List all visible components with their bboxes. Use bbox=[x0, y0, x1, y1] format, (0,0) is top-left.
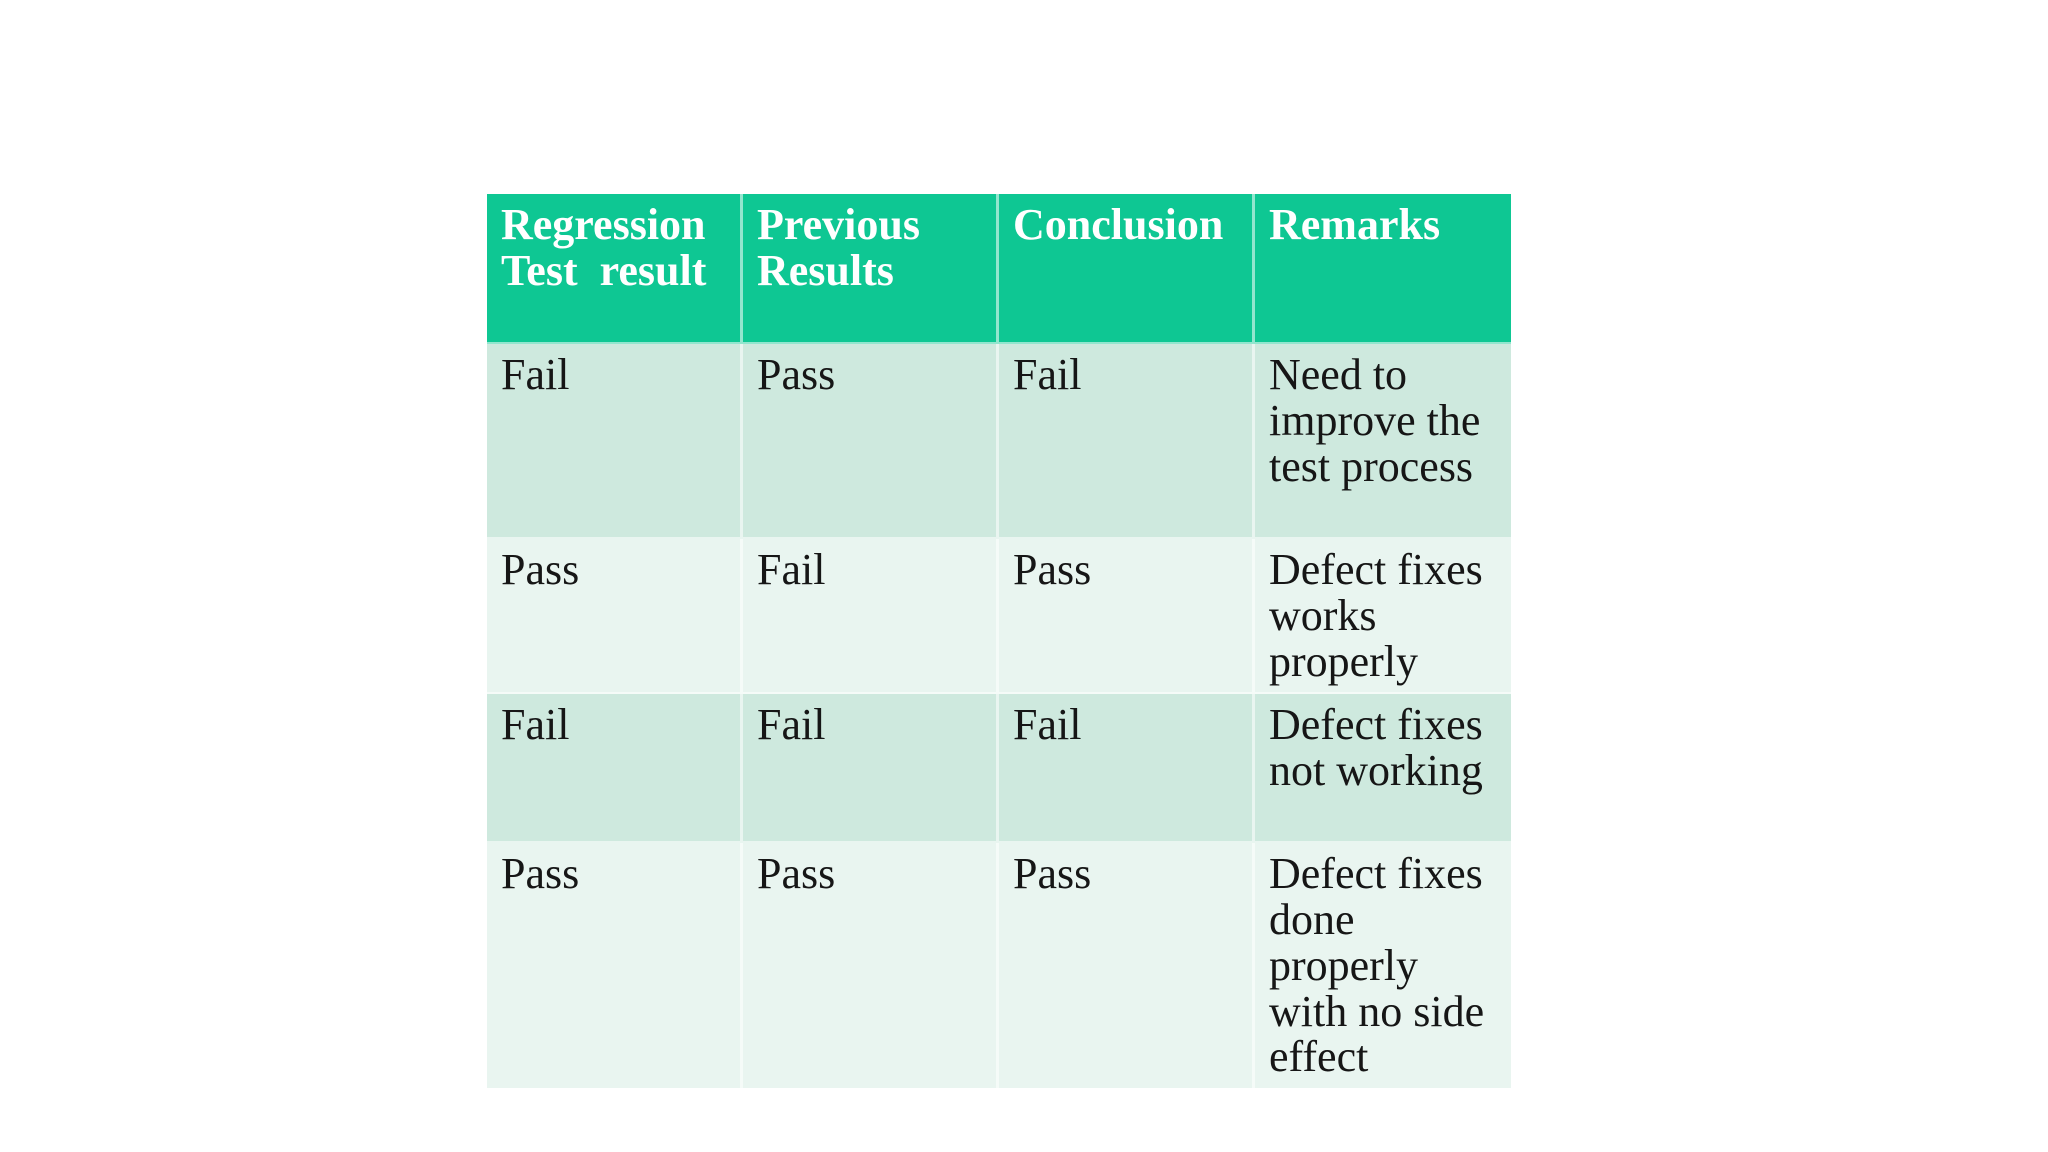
cell-regression-test-result: Fail bbox=[487, 694, 743, 844]
cell-regression-test-result: Pass bbox=[487, 843, 743, 1089]
cell-regression-test-result: Fail bbox=[487, 344, 743, 539]
table-header: Regression Test result Previous Results … bbox=[487, 194, 1511, 344]
cell-conclusion: Pass bbox=[999, 539, 1255, 695]
cell-conclusion: Fail bbox=[999, 344, 1255, 539]
cell-previous-results: Pass bbox=[743, 843, 999, 1089]
table-row: Fail Fail Fail Defect fixes not working bbox=[487, 694, 1511, 844]
table-body: Fail Pass Fail Need to improve the test … bbox=[487, 344, 1511, 1089]
header-cell-conclusion: Conclusion bbox=[999, 194, 1255, 344]
cell-regression-test-result: Pass bbox=[487, 539, 743, 695]
cell-remarks: Need to improve the test process bbox=[1255, 344, 1511, 539]
cell-previous-results: Pass bbox=[743, 344, 999, 539]
cell-remarks: Defect fixes done properly with no side … bbox=[1255, 843, 1511, 1089]
header-cell-remarks: Remarks bbox=[1255, 194, 1511, 344]
table-header-row: Regression Test result Previous Results … bbox=[487, 194, 1511, 344]
regression-results-table: Regression Test result Previous Results … bbox=[487, 194, 1511, 1089]
cell-conclusion: Fail bbox=[999, 694, 1255, 844]
header-cell-regression-test-result: Regression Test result bbox=[487, 194, 743, 344]
cell-previous-results: Fail bbox=[743, 694, 999, 844]
cell-remarks: Defect fixes works properly bbox=[1255, 539, 1511, 695]
table-row: Pass Fail Pass Defect fixes works proper… bbox=[487, 539, 1511, 695]
cell-remarks: Defect fixes not working bbox=[1255, 694, 1511, 844]
cell-conclusion: Pass bbox=[999, 843, 1255, 1089]
table-row: Fail Pass Fail Need to improve the test … bbox=[487, 344, 1511, 539]
table-row: Pass Pass Pass Defect fixes done properl… bbox=[487, 843, 1511, 1089]
header-cell-previous-results: Previous Results bbox=[743, 194, 999, 344]
cell-previous-results: Fail bbox=[743, 539, 999, 695]
